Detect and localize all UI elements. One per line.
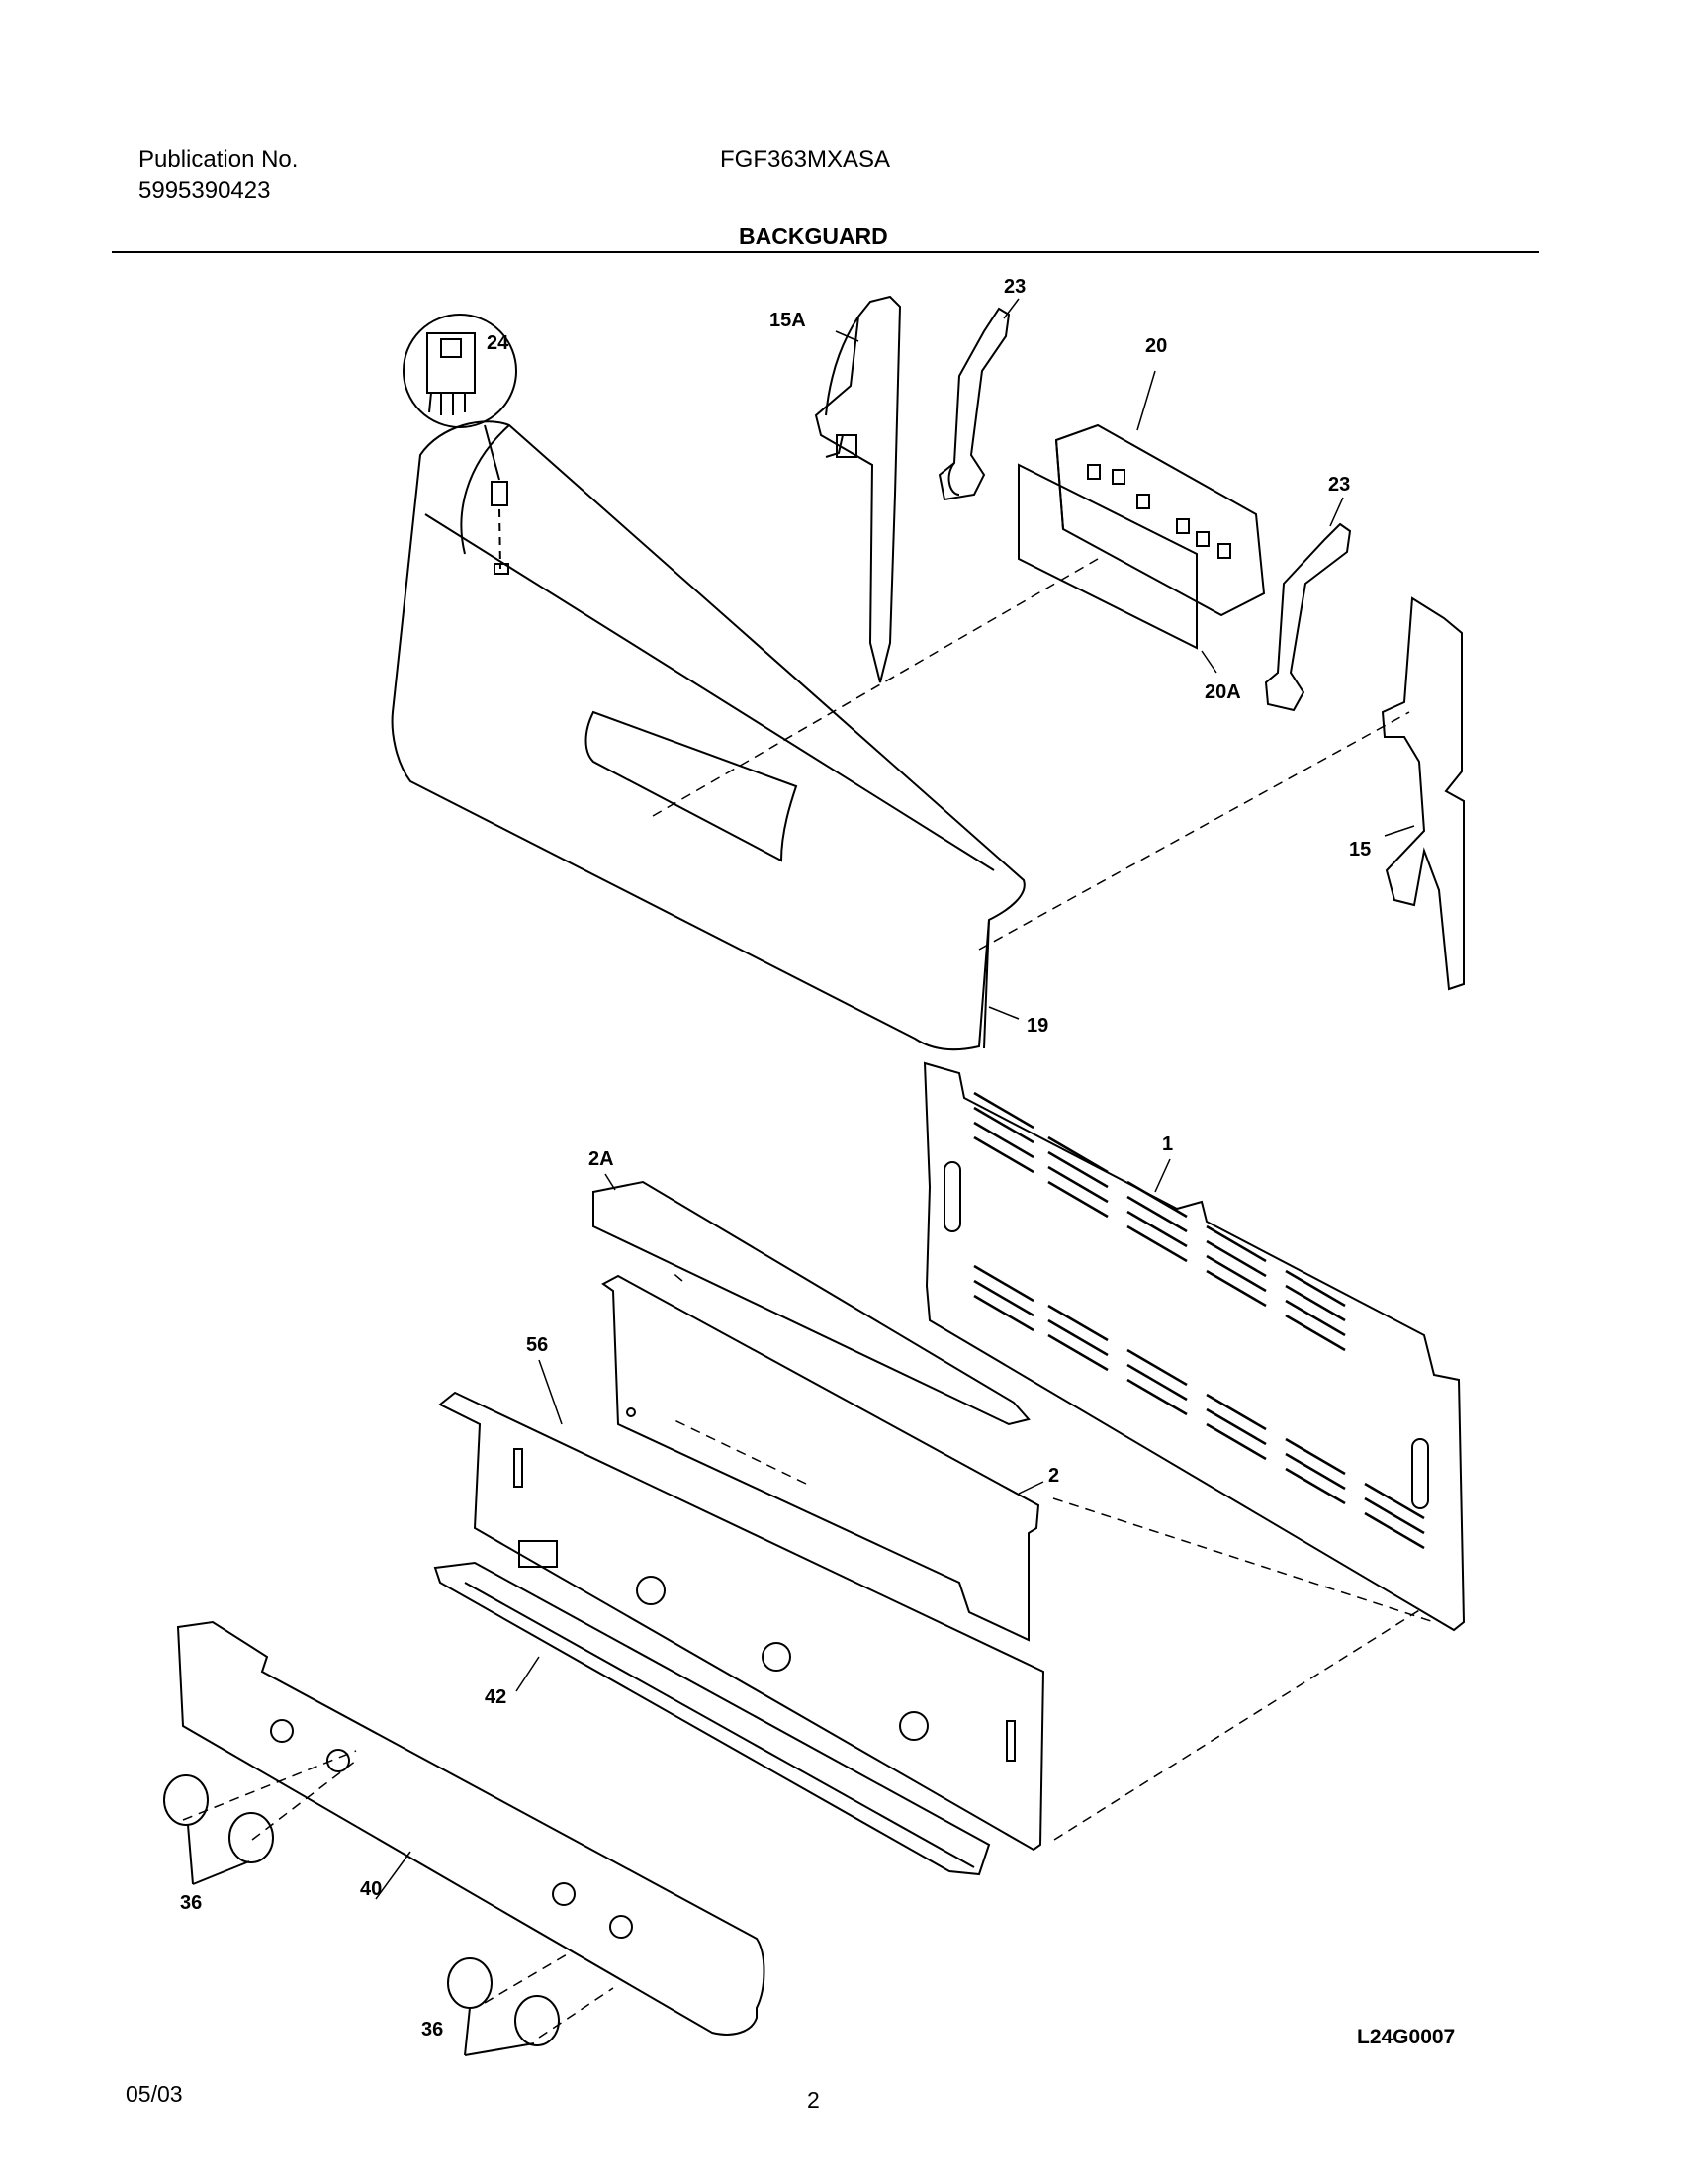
callout-2: 2 bbox=[1048, 1465, 1059, 1487]
part-20a-shield bbox=[1018, 463, 1198, 650]
part-15-bracket bbox=[1381, 596, 1465, 991]
part-56-control-panel bbox=[438, 1391, 1045, 1852]
part-40-manifold-cover bbox=[176, 1620, 765, 2036]
model-number: FGF363MXASA bbox=[720, 146, 891, 173]
rear-panel-louvers bbox=[973, 1091, 1425, 1550]
callout-20a: 20A bbox=[1205, 681, 1241, 703]
part-1-rear-panel bbox=[923, 1061, 1466, 1632]
callout-56: 56 bbox=[526, 1334, 548, 1356]
footer-date: 05/03 bbox=[126, 2081, 183, 2107]
drawing-code: L24G0007 bbox=[1357, 2026, 1456, 2048]
callout-23-top: 23 bbox=[1004, 276, 1026, 298]
callout-24: 24 bbox=[487, 332, 509, 354]
part-15a-bracket bbox=[814, 295, 902, 683]
publication-number: 5995390423 bbox=[138, 177, 271, 204]
part-23-wire-right bbox=[1264, 522, 1352, 712]
callout-1: 1 bbox=[1162, 1133, 1173, 1155]
part-2a-trim bbox=[592, 1180, 1031, 1426]
callout-36-left: 36 bbox=[180, 1892, 202, 1914]
header-rule bbox=[112, 251, 1539, 253]
part-23-wire-top bbox=[938, 307, 1011, 501]
part-36-knobs bbox=[163, 1774, 560, 2056]
publication-label: Publication No. bbox=[138, 146, 299, 173]
part-42-trim-strip bbox=[433, 1561, 991, 1876]
assembly-dashed-lines bbox=[182, 558, 1435, 2039]
callout-labels: 24 23 15A 20 23 20A 15 19 1 2A 56 2 42 3… bbox=[180, 276, 1371, 2040]
callout-23-right: 23 bbox=[1328, 474, 1350, 496]
callout-36-bottom: 36 bbox=[421, 2019, 443, 2040]
part-20-control-board bbox=[1054, 423, 1266, 617]
part-2-inner-panel bbox=[601, 1274, 1040, 1642]
callout-19: 19 bbox=[1027, 1015, 1048, 1037]
callout-15a: 15A bbox=[769, 310, 806, 331]
callout-2a: 2A bbox=[588, 1148, 614, 1170]
callout-leaders bbox=[375, 298, 1415, 1900]
callout-40: 40 bbox=[360, 1878, 382, 1900]
page-number: 2 bbox=[807, 2087, 820, 2113]
callout-20: 20 bbox=[1145, 335, 1167, 357]
callout-42: 42 bbox=[485, 1686, 506, 1708]
section-title: BACKGUARD bbox=[739, 224, 888, 249]
callout-15: 15 bbox=[1349, 839, 1371, 861]
part-19-backguard-console bbox=[391, 420, 1026, 1051]
